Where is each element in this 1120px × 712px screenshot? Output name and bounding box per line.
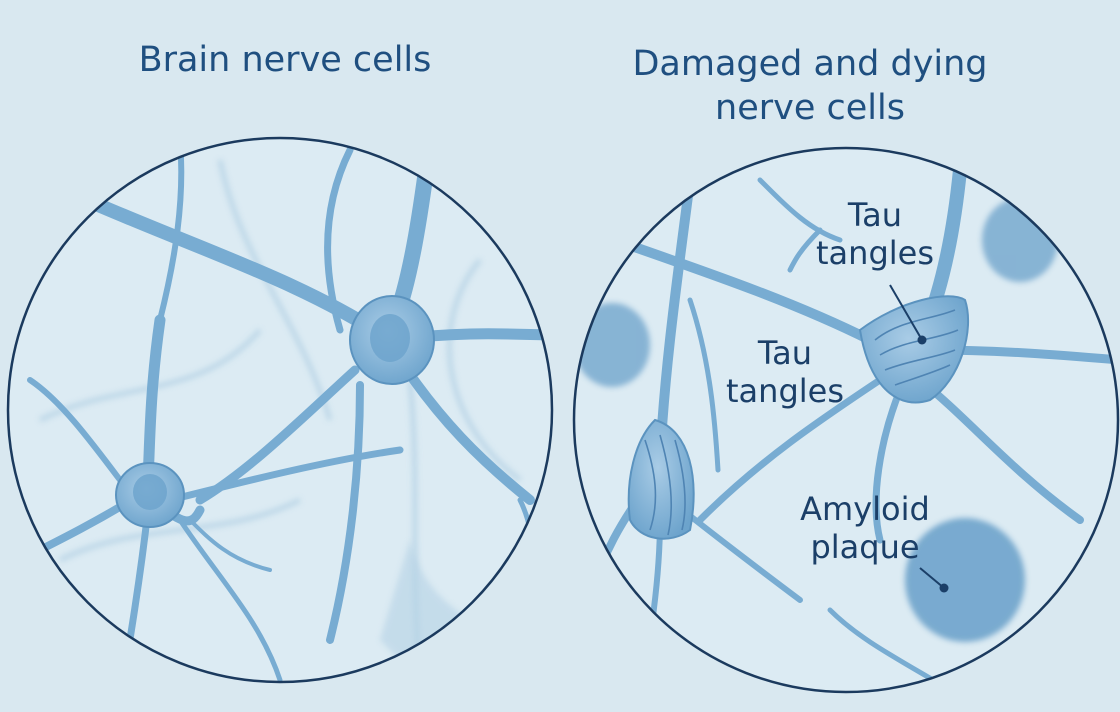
label-amyloid-line2: plaque [810,528,920,566]
label-tau-tangles-lower: Tau tangles [700,334,870,410]
label-tau-lower-line2: tangles [726,372,844,410]
label-tau-upper-line2: tangles [816,234,934,272]
title-damaged: Damaged and dying nerve cells [560,42,1060,130]
healthy-nucleus-upper [370,314,410,362]
label-amyloid-plaque: Amyloid plaque [770,490,960,566]
healthy-panel-outline [6,136,554,684]
pointer-amyloid [919,567,945,589]
amyloid-plaque-left [574,303,650,387]
pointer-dot-amyloid [939,583,949,593]
amyloid-plaque-large [905,518,1025,642]
healthy-nucleus-lower [133,474,167,510]
damaged-neurons-panel [572,146,1120,694]
label-tau-lower-line1: Tau [757,334,813,372]
damaged-panel-outline [572,146,1120,694]
label-tau-upper-line1: Tau [847,196,903,234]
tangled-soma-upper [858,295,970,404]
pointer-tau-upper [889,284,923,341]
title-healthy: Brain nerve cells [138,40,432,80]
healthy-neurons-panel [6,136,554,684]
title-damaged-line1: Damaged and dying [632,44,988,84]
title-damaged-line2: nerve cells [715,88,905,128]
label-amyloid-line1: Amyloid [800,490,930,528]
tau-tangle-strands-lower [644,434,686,536]
healthy-panel-background [8,138,552,682]
label-tau-tangles-upper: Tau tangles [790,196,960,272]
pointer-dot-tau-upper [917,335,927,345]
